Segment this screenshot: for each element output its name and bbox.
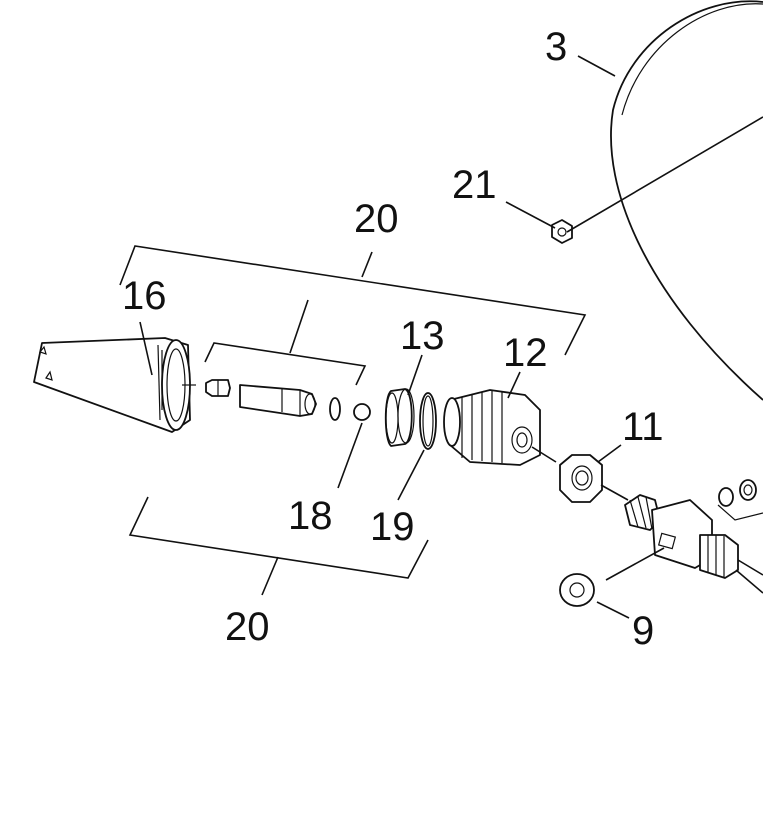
callout-20-top: 20 bbox=[354, 197, 399, 241]
part-11-hex-nut bbox=[559, 454, 603, 503]
callout-13: 13 bbox=[400, 314, 445, 358]
part-9-washer bbox=[559, 573, 595, 607]
part-jet-tube bbox=[239, 384, 317, 417]
part-small-rings-right bbox=[717, 479, 763, 521]
bracket-inner-kit bbox=[204, 299, 367, 386]
callout-18: 18 bbox=[288, 494, 333, 538]
part-pin bbox=[205, 379, 231, 397]
callout-3: 3 bbox=[545, 25, 567, 69]
callout-19: 19 bbox=[370, 505, 415, 549]
part-3-reel-disc bbox=[610, 0, 763, 401]
part-19-o-ring bbox=[419, 392, 437, 450]
callout-16: 16 bbox=[122, 274, 167, 318]
part-tee-fitting bbox=[624, 494, 739, 579]
callout-9: 9 bbox=[632, 609, 654, 653]
part-21-nut bbox=[551, 219, 573, 244]
callout-20-bottom: 20 bbox=[225, 605, 270, 649]
leader-lines bbox=[139, 55, 763, 619]
part-18-ball bbox=[353, 403, 371, 421]
part-13-ring bbox=[384, 388, 415, 447]
part-16-cone-nozzle bbox=[33, 337, 196, 433]
part-12-connector bbox=[443, 389, 541, 466]
bracket-20-bottom bbox=[128, 496, 429, 596]
callout-11: 11 bbox=[622, 405, 664, 449]
callout-21: 21 bbox=[452, 163, 497, 207]
part-small-o-ring bbox=[329, 397, 341, 421]
bracket-20-top bbox=[119, 245, 587, 356]
callout-12: 12 bbox=[503, 331, 548, 375]
